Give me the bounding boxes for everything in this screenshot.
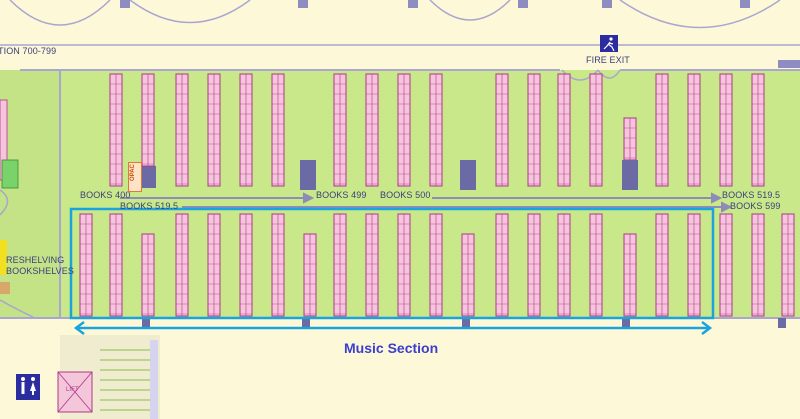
fire-exit-label: FIRE EXIT [586, 55, 630, 65]
top-pillars [120, 0, 800, 68]
left-equipment [1, 159, 19, 189]
music-section-highlight [69, 207, 715, 320]
reshelving-box [0, 282, 10, 294]
reshelving-label: RESHELVING [6, 255, 65, 265]
lift-box [57, 371, 93, 413]
bookshelves-label: BOOKSHELVES [6, 266, 74, 276]
opac-label-box: OPAC [128, 162, 142, 192]
music-section-span-arrow [73, 321, 713, 335]
top-wall-arches [0, 0, 800, 46]
section-700-label: TION 700-799 [0, 46, 57, 56]
books-500-label: BOOKS 500 [380, 190, 431, 200]
music-section-label: Music Section [344, 340, 439, 356]
male-female-toilet-icon [16, 374, 40, 400]
books-499-label: BOOKS 499 [316, 190, 367, 200]
books-519-5-left-label: BOOKS 519.5 [120, 201, 179, 211]
fire-exit-door [561, 69, 621, 81]
bookshelves [79, 73, 795, 317]
floor-pillars [300, 160, 638, 190]
running-person-exit-icon [600, 35, 618, 52]
left-corridor [0, 70, 60, 318]
books-519-5-top-label: BOOKS 519.5 [722, 190, 781, 200]
opac-terminal [142, 166, 156, 188]
opac-label: OPAC [130, 164, 136, 181]
books-599-label: BOOKS 599 [730, 201, 781, 211]
top-corridor [0, 0, 800, 70]
left-door [0, 189, 36, 319]
reshelving-marker [0, 240, 7, 275]
range-arrows [120, 192, 733, 213]
bottom-pillars [142, 318, 786, 328]
lift-label: LIFT [66, 387, 79, 393]
books-400-label: BOOKS 400 [80, 190, 131, 200]
